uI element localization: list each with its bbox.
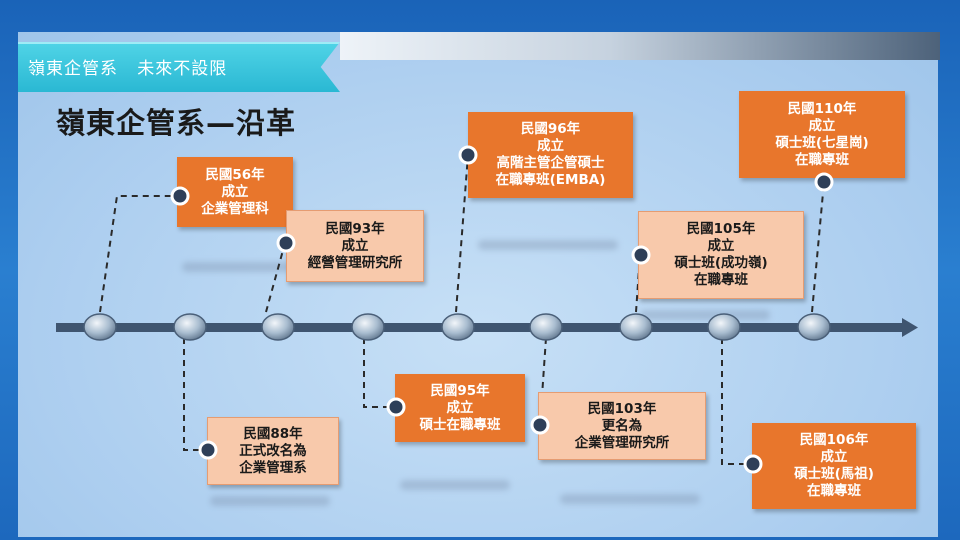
connector [99, 195, 178, 313]
connector-dot [386, 397, 406, 417]
box-shadow [182, 262, 292, 272]
header-ribbon [18, 42, 340, 92]
timeline-arrow [902, 318, 918, 337]
connector-dot [631, 245, 651, 265]
timeline-node [351, 313, 385, 341]
milestone-box-106: 民國106年成立碩士班(馬祖)在職專班 [752, 423, 916, 509]
timeline-node [529, 313, 563, 341]
box-shadow [478, 240, 618, 250]
timeline-node [83, 313, 117, 341]
connector-dot [170, 186, 190, 206]
milestone-box-93: 民國93年成立經營管理研究所 [286, 210, 424, 282]
connector-dot [743, 454, 763, 474]
milestone-box-110: 民國110年成立碩士班(七星崗)在職專班 [739, 91, 905, 178]
top-bar [340, 32, 940, 60]
connector [265, 242, 286, 313]
box-shadow [560, 494, 700, 504]
ribbon-text: 嶺東企管系 未來不設限 [28, 59, 228, 79]
timeline-node [173, 313, 207, 341]
connector-dot [814, 172, 834, 192]
connector [363, 338, 395, 408]
connector [539, 337, 547, 426]
timeline-node [797, 313, 831, 341]
connector [721, 338, 752, 465]
connector-dot [276, 233, 296, 253]
milestone-box-96: 民國96年成立高階主管企管碩士在職專班(EMBA) [468, 112, 633, 198]
timeline-node [441, 313, 475, 341]
timeline-node [707, 313, 741, 341]
timeline-node [619, 313, 653, 341]
box-shadow [400, 480, 510, 490]
timeline-node [261, 313, 295, 341]
milestone-box-95: 民國95年成立碩士在職專班 [395, 374, 525, 442]
milestone-box-88: 民國88年正式改名為企業管理系 [207, 417, 339, 485]
connector-dot [198, 440, 218, 460]
connector-dot [530, 415, 550, 435]
milestone-box-105: 民國105年成立碩士班(成功嶺)在職專班 [638, 211, 804, 299]
page-title: 嶺東企管系—沿革 [56, 106, 297, 140]
box-shadow [210, 496, 330, 506]
connector [455, 154, 469, 313]
box-shadow [640, 310, 770, 320]
connector-dot [458, 145, 478, 165]
timeline-bar [56, 323, 904, 332]
milestone-box-56: 民國56年成立企業管理科 [177, 157, 293, 227]
milestone-box-103: 民國103年更名為企業管理研究所 [538, 392, 706, 460]
